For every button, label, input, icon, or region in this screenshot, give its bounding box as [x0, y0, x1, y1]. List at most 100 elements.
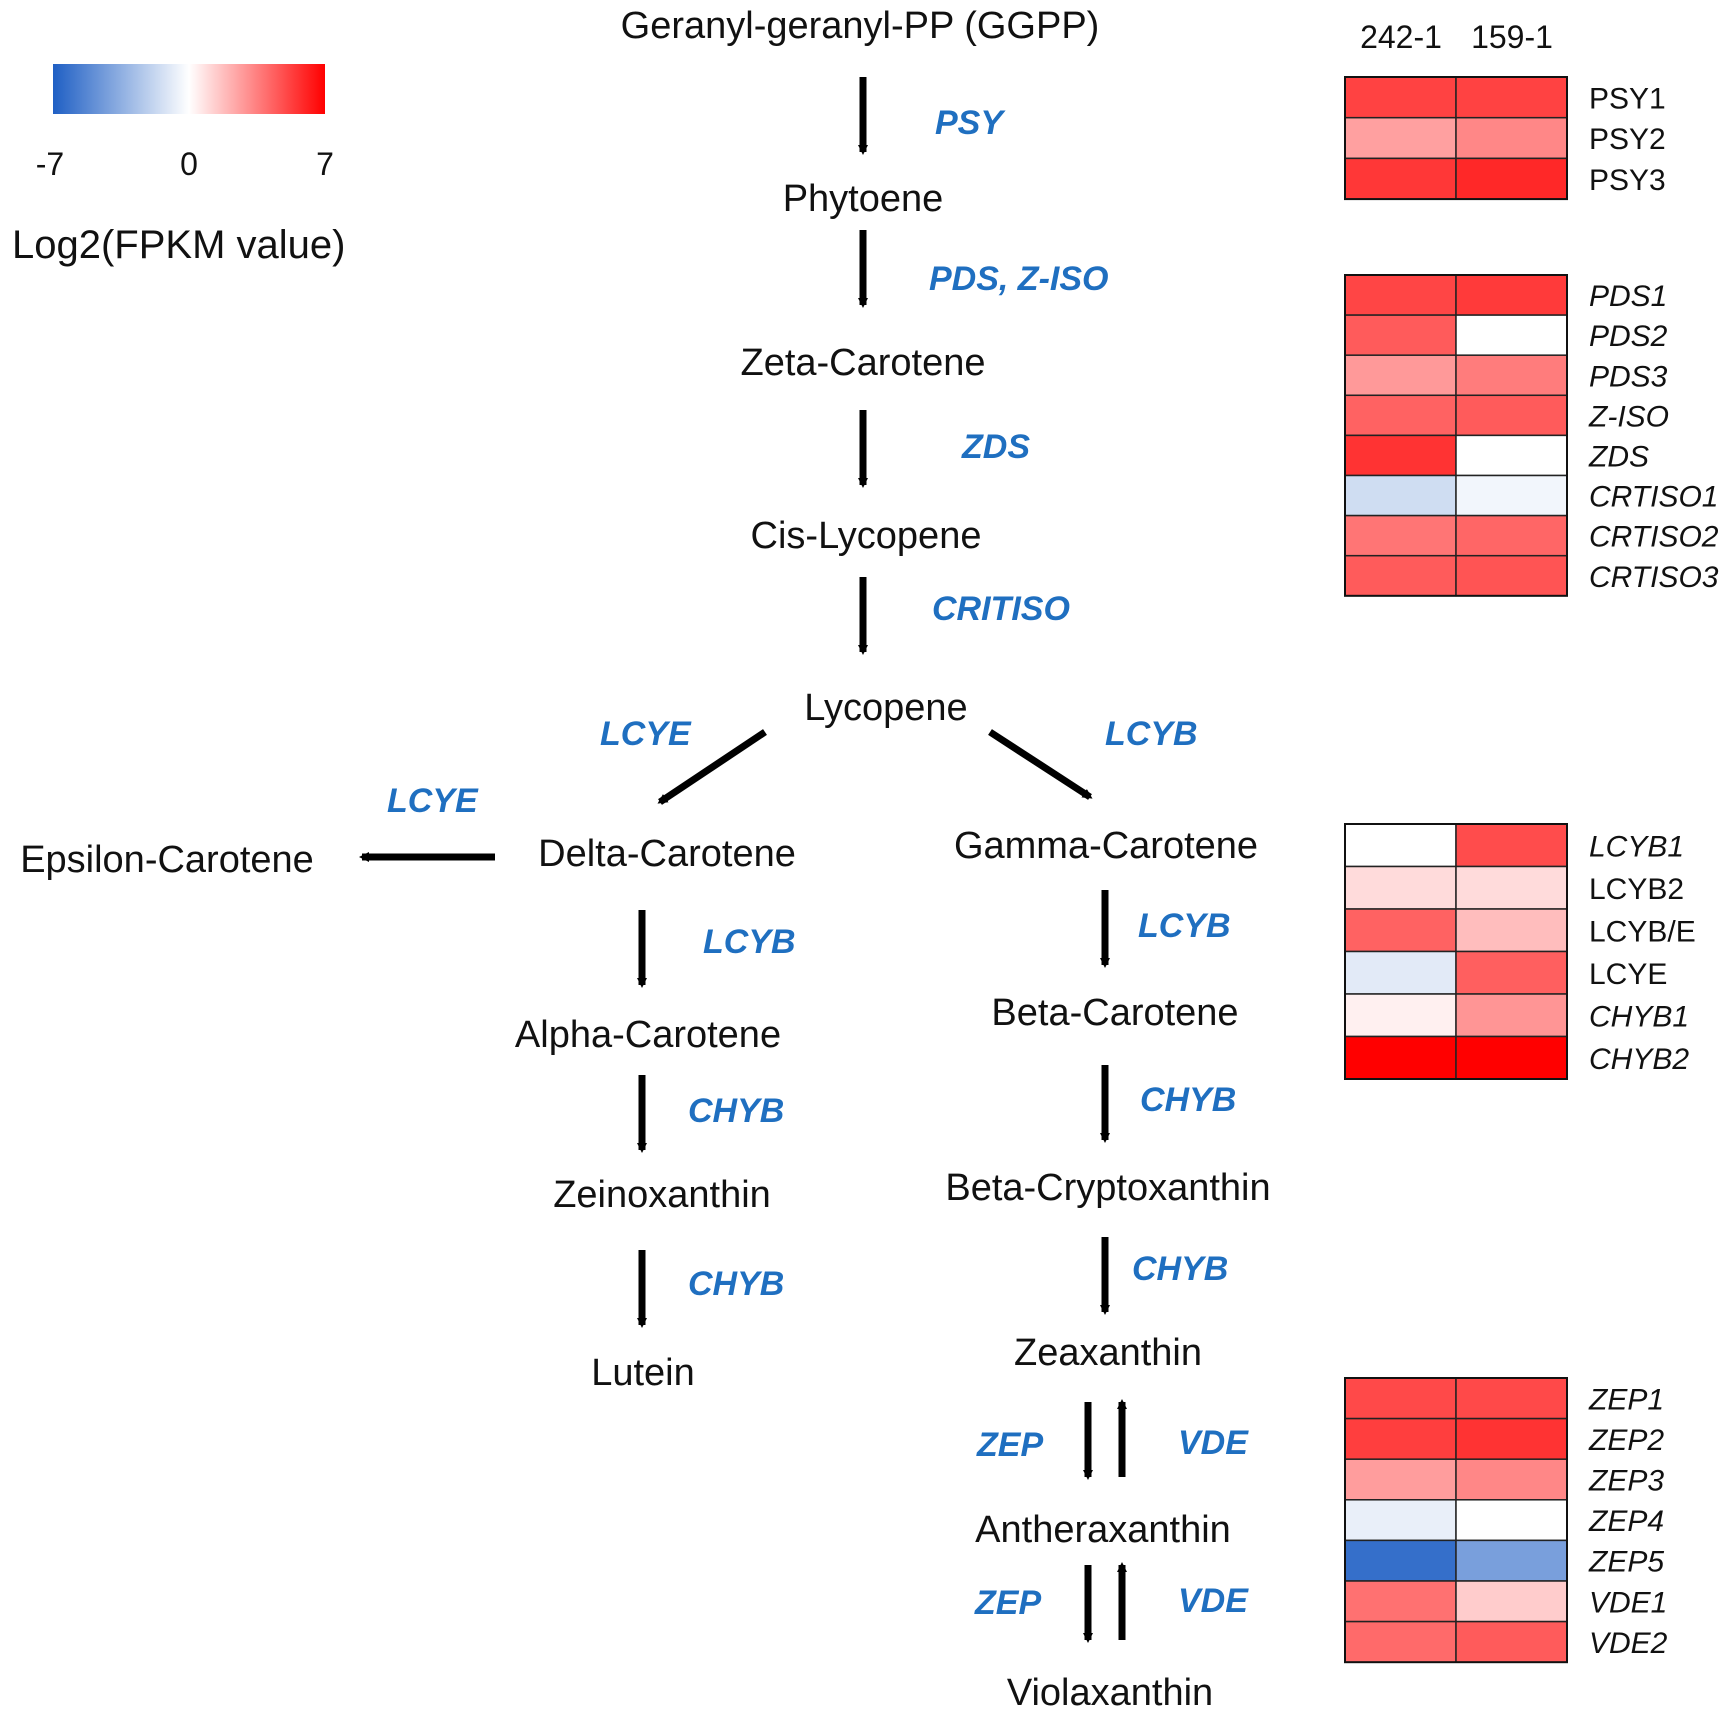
heatmap-cell — [1455, 1458, 1568, 1501]
heatmap-cell — [1344, 76, 1457, 119]
enzyme-psy: PSY — [935, 104, 1006, 142]
enzyme-chyb-zeinoxanthin-lutein: CHYB — [688, 1265, 784, 1303]
pathway-arrows — [359, 77, 1127, 1643]
heatmap-cell — [1455, 1377, 1568, 1420]
node-ggpp: Geranyl-geranyl-PP (GGPP) — [621, 5, 1100, 47]
heatmap-cell — [1455, 314, 1568, 356]
heatmap-cell — [1344, 116, 1457, 160]
heatmap-row-label: Z-ISO — [1588, 400, 1669, 433]
heatmap-cell — [1344, 314, 1457, 356]
node-delta-carotene: Delta-Carotene — [538, 833, 796, 875]
heatmap-row-label: ZEP2 — [1588, 1424, 1664, 1457]
enzyme-lcyb-delta-alpha: LCYB — [703, 923, 796, 961]
heatmap-row-label: PSY3 — [1589, 164, 1666, 197]
pathway-nodes: Geranyl-geranyl-PP (GGPP) Phytoene Zeta-… — [20, 5, 1270, 1714]
heatmap-row-label: LCYB1 — [1589, 830, 1684, 863]
heatmap-row-label: PDS1 — [1589, 280, 1667, 313]
heatmap-cell — [1344, 1458, 1457, 1501]
expression-heatmap: 242-1 159-1 PSY1PSY2PSY3PDS1PDS2PDS3Z-IS… — [1344, 19, 1719, 1664]
heatmap-row-label: CRTISO2 — [1589, 521, 1719, 554]
enzyme-chyb-alpha-zeinoxanthin: CHYB — [688, 1092, 784, 1130]
heatmap-cell — [1455, 1035, 1568, 1080]
heatmap-cell — [1455, 1499, 1568, 1542]
heatmap-cell — [1344, 865, 1457, 910]
node-lutein: Lutein — [591, 1352, 695, 1394]
legend-title: Log2(FPKM value) — [12, 223, 345, 267]
heatmap-cell — [1344, 354, 1457, 397]
heatmap-cell — [1455, 1620, 1568, 1663]
heatmap-row-label: PDS2 — [1589, 320, 1668, 353]
heatmap-cell — [1455, 514, 1568, 557]
heatmap-cell — [1455, 993, 1568, 1038]
heatmap-group-border — [1344, 823, 1568, 1080]
enzyme-chyb-beta-betacryptoxanthin: CHYB — [1140, 1081, 1236, 1119]
heatmap-cell — [1455, 274, 1568, 316]
heatmap-cell — [1344, 950, 1457, 995]
node-antheraxanthin: Antheraxanthin — [975, 1509, 1231, 1551]
heatmap-row-label: LCYB2 — [1589, 873, 1684, 906]
enzyme-lcyb-lycopene-gamma: LCYB — [1105, 715, 1198, 753]
heatmap-cell — [1344, 1539, 1457, 1582]
heatmap-cell — [1455, 157, 1568, 200]
heatmap-row-label: CHYB1 — [1589, 1000, 1689, 1033]
heatmap-cell — [1344, 993, 1457, 1038]
heatmap-row-label: ZDS — [1588, 440, 1649, 473]
node-zeaxanthin: Zeaxanthin — [1014, 1332, 1202, 1374]
heatmap-row-label: PSY2 — [1589, 123, 1666, 156]
heatmap-cell — [1344, 394, 1457, 437]
heatmap-cell — [1344, 1417, 1457, 1460]
heatmap-cell — [1344, 434, 1457, 477]
heatmap-group-border — [1344, 1377, 1568, 1664]
node-zeta-carotene: Zeta-Carotene — [740, 342, 985, 384]
heatmap-row-label: CHYB2 — [1589, 1043, 1689, 1076]
heatmap-cell — [1455, 1417, 1568, 1460]
enzyme-zds: ZDS — [961, 428, 1030, 466]
heatmap-cell — [1344, 1620, 1457, 1663]
heatmap-cell — [1455, 474, 1568, 517]
enzyme-lcye-delta-epsilon: LCYE — [387, 782, 479, 820]
heatmap-cell — [1455, 1580, 1568, 1623]
heatmap-cell — [1455, 394, 1568, 437]
heatmap-row-label: ZEP5 — [1588, 1546, 1664, 1579]
enzyme-lcyb-gamma-beta: LCYB — [1138, 907, 1231, 945]
heatmap-row-label: CRTISO3 — [1589, 561, 1719, 594]
node-beta-cryptoxanthin: Beta-Cryptoxanthin — [945, 1167, 1270, 1209]
enzyme-zep-2: ZEP — [974, 1584, 1041, 1622]
heatmap-group-border — [1344, 274, 1568, 597]
enzyme-critiso: CRITISO — [932, 590, 1070, 628]
heatmap-row-label: PDS3 — [1589, 360, 1668, 393]
heatmap-row-label: ZEP3 — [1588, 1465, 1664, 1498]
heatmap-cell — [1344, 554, 1457, 597]
heatmap-cell — [1455, 354, 1568, 397]
heatmap-cell — [1455, 76, 1568, 119]
heatmap-group-border — [1344, 76, 1568, 201]
arrow-lycopene-delta — [657, 729, 767, 805]
heatmap-cell — [1344, 1377, 1457, 1420]
enzyme-lcye-lycopene-delta: LCYE — [600, 715, 692, 753]
heatmap-cell — [1344, 474, 1457, 517]
heatmap-cell — [1455, 554, 1568, 597]
node-phytoene: Phytoene — [783, 178, 944, 220]
heatmap-cell — [1344, 1580, 1457, 1623]
heatmap-row-label: VDE2 — [1589, 1627, 1668, 1660]
legend-max-label: 7 — [316, 146, 334, 182]
heatmap-column-label: 159-1 — [1471, 19, 1553, 55]
node-violaxanthin: Violaxanthin — [1007, 1672, 1213, 1714]
legend-colorbar — [53, 64, 325, 114]
color-legend: -7 0 7 Log2(FPKM value) — [12, 64, 345, 267]
heatmap-cell — [1455, 116, 1568, 160]
heatmap-cell — [1344, 514, 1457, 557]
node-zeinoxanthin: Zeinoxanthin — [553, 1174, 771, 1216]
enzyme-vde-2: VDE — [1178, 1582, 1249, 1620]
heatmap-row-label: ZEP1 — [1588, 1383, 1664, 1416]
heatmap-cell — [1455, 865, 1568, 910]
heatmap-cell — [1455, 908, 1568, 953]
legend-min-label: -7 — [36, 146, 64, 182]
heatmap-cell — [1455, 434, 1568, 477]
node-gamma-carotene: Gamma-Carotene — [954, 825, 1258, 867]
heatmap-cell — [1344, 908, 1457, 953]
heatmap-cell — [1344, 823, 1457, 868]
enzyme-vde-1: VDE — [1178, 1424, 1249, 1462]
